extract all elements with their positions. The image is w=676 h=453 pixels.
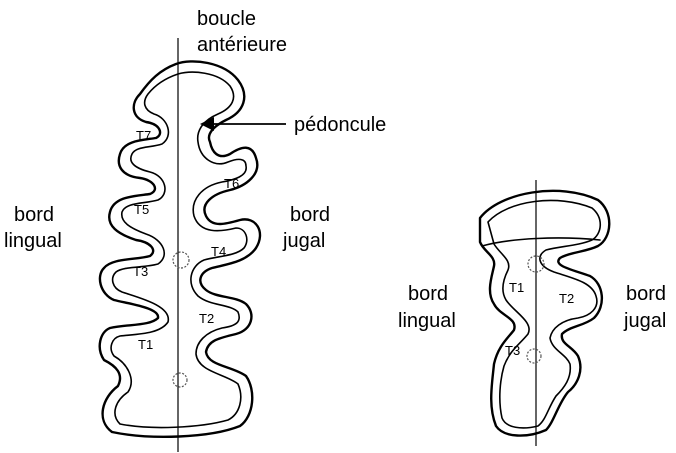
right-lingual-label-line1: bord <box>408 283 448 305</box>
right-jugal-label-line2: jugal <box>623 310 666 332</box>
anterior-loop-label-line1: boucle <box>197 8 256 30</box>
left-jugal-label-line1: bord <box>290 204 330 226</box>
right-triangle-label: T1 <box>509 280 524 295</box>
left-triangle-label: T5 <box>134 202 149 217</box>
right-jugal-label-line1: bord <box>626 283 666 305</box>
left-tooth: T7 T6 T5 T4 T3 T2 T1 <box>100 38 286 452</box>
right-triangle-label: T2 <box>559 291 574 306</box>
left-triangle-label: T7 <box>136 128 151 143</box>
peduncle-label: pédoncule <box>294 114 386 136</box>
left-triangle-label: T1 <box>138 337 153 352</box>
left-jugal-label-line2: jugal <box>282 230 325 252</box>
right-tooth: T1 T2 T3 <box>480 180 609 446</box>
right-lingual-label-line2: lingual <box>398 310 456 332</box>
left-triangle-label: T6 <box>224 176 239 191</box>
left-lingual-label-line1: bord <box>14 204 54 226</box>
left-triangle-label: T2 <box>199 311 214 326</box>
anterior-loop-label-line2: antérieure <box>197 34 287 56</box>
left-lingual-label-line2: lingual <box>4 230 62 252</box>
left-triangle-label: T4 <box>211 244 226 259</box>
right-triangle-label: T3 <box>505 343 520 358</box>
left-triangle-label: T3 <box>133 264 148 279</box>
left-tooth-outline <box>100 61 260 436</box>
